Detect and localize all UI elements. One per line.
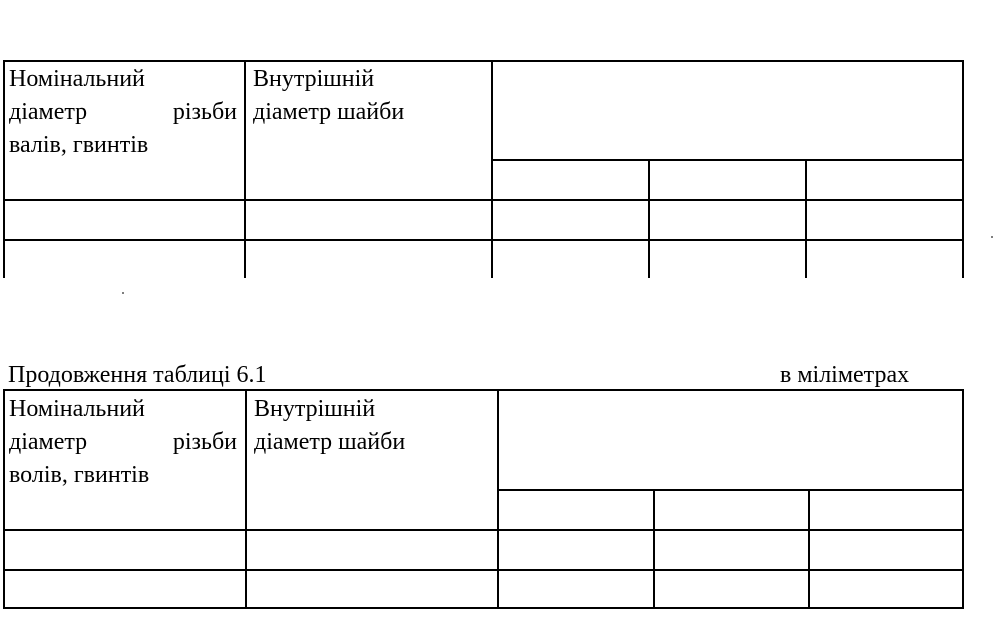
- table-1-header-diameter-line-2: діаметр різьби: [9, 96, 237, 128]
- table-1-subheader-line: [491, 159, 964, 161]
- table-2-left-border: [3, 389, 5, 609]
- table-1-header-diameter-line-3: валів, гвинтів: [9, 132, 149, 158]
- table-1-left-border: [3, 60, 5, 278]
- table-2-subheader-line: [497, 489, 964, 491]
- table-1-col-divider-4: [805, 159, 807, 278]
- table-2-col-divider-4: [808, 489, 810, 609]
- table-1-col-divider-3: [648, 159, 650, 278]
- table-2-col-divider-2: [497, 389, 499, 609]
- table-2-bottom-border: [3, 607, 964, 609]
- table-2-header-diameter-line-1: Номінальний: [9, 396, 145, 422]
- table-1-header-diameter-word-a: діаметр: [9, 99, 88, 125]
- table-1-col-divider-1: [244, 60, 246, 278]
- table-2-header-inner-diameter-line-2: діаметр шайби: [254, 429, 406, 455]
- table-2-col-divider-3: [653, 489, 655, 609]
- table-1-header-bottom-line: [3, 199, 964, 201]
- table-1-header-inner-diameter-line-1: Внутрішній: [253, 66, 375, 92]
- table-2-header-inner-diameter-line-1: Внутрішній: [254, 396, 376, 422]
- table-1-right-border: [962, 60, 964, 278]
- table-2-row-line: [3, 569, 964, 571]
- table-1-row-line: [3, 239, 964, 241]
- scan-speck: [991, 236, 993, 238]
- table-2-right-border: [962, 389, 964, 609]
- table-1-top-border: [3, 60, 964, 62]
- table-1-header-diameter-line-1: Номінальний: [9, 66, 145, 92]
- table-2-header-diameter-word-a: діаметр: [9, 429, 88, 455]
- table-2-col-divider-1: [245, 389, 247, 609]
- table-1-col-divider-2: [491, 60, 493, 278]
- table-2-header-diameter-word-b: різьби: [172, 429, 237, 455]
- table-1-header-diameter-word-b: різьби: [172, 99, 237, 125]
- table-2-top-border: [3, 389, 964, 391]
- table-continuation-caption: Продовження таблиці 6.1: [8, 362, 267, 388]
- table-1-header-inner-diameter-line-2: діаметр шайби: [253, 99, 405, 125]
- scan-speck: [122, 292, 124, 294]
- units-caption: в міліметрах: [780, 362, 910, 388]
- table-2-header-diameter-line-2: діаметр різьби: [9, 426, 237, 458]
- table-2-header-diameter-line-3: волів, гвинтів: [9, 462, 150, 488]
- table-2-header-bottom-line: [3, 529, 964, 531]
